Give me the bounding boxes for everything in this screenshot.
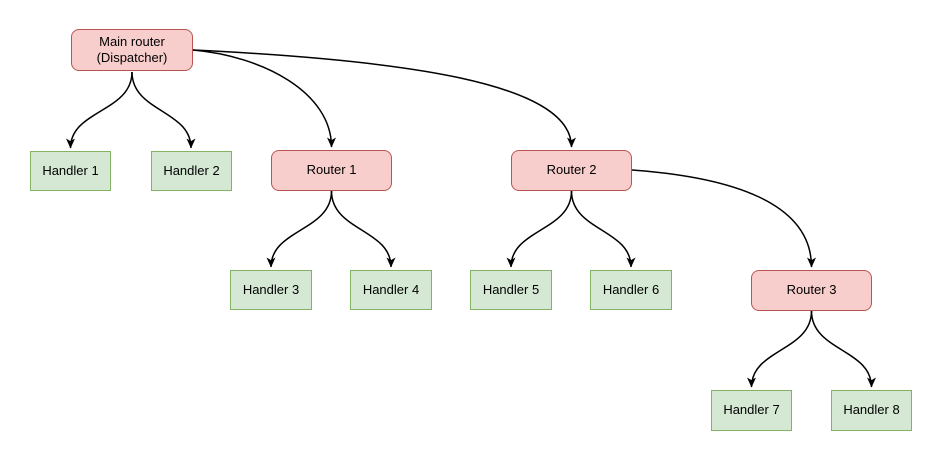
edge-main-to-router1: [192, 49, 336, 148]
node-handler-8: Handler 8: [831, 390, 912, 431]
node-handler-1-label: Handler 1: [42, 162, 99, 178]
node-handler-6-label: Handler 6: [602, 281, 660, 297]
edge-router2-to-handler6: [570, 190, 636, 268]
node-handler-4: Handler 4: [350, 270, 432, 310]
node-router-1: Router 1: [271, 150, 392, 191]
edge-router1-to-handler3: [266, 190, 333, 268]
node-handler-1: Handler 1: [30, 151, 111, 191]
edge-router1-to-handler4: [330, 190, 396, 268]
node-main-router: Main router (Dispatcher): [71, 29, 193, 71]
node-handler-6: Handler 6: [590, 270, 672, 310]
edge-main-to-handler2: [131, 71, 196, 149]
node-handler-7: Handler 7: [711, 390, 792, 431]
node-router-1-label: Router 1: [306, 162, 357, 178]
node-handler-8-label: Handler 8: [843, 402, 900, 418]
node-handler-3-label: Handler 3: [242, 281, 300, 297]
edge-main-to-router2: [192, 49, 576, 148]
node-handler-3: Handler 3: [230, 270, 312, 310]
node-handler-4-label: Handler 4: [362, 281, 420, 297]
node-router-3: Router 3: [751, 270, 872, 311]
node-handler-2: Handler 2: [151, 151, 232, 191]
edge-router3-to-handler7: [747, 310, 813, 388]
node-router-3-label: Router 3: [786, 282, 837, 298]
node-router-2: Router 2: [511, 150, 632, 191]
node-handler-5: Handler 5: [470, 270, 552, 310]
node-handler-2-label: Handler 2: [163, 162, 220, 178]
edge-main-to-handler1: [66, 71, 133, 149]
node-main-router-label: Main router (Dispatcher): [96, 33, 168, 65]
edge-router2-to-router3: [631, 169, 816, 268]
edge-router3-to-handler8: [810, 310, 876, 388]
edge-router2-to-handler5: [506, 190, 573, 268]
node-router-2-label: Router 2: [546, 162, 597, 178]
node-handler-5-label: Handler 5: [482, 281, 540, 297]
node-handler-7-label: Handler 7: [723, 402, 780, 418]
